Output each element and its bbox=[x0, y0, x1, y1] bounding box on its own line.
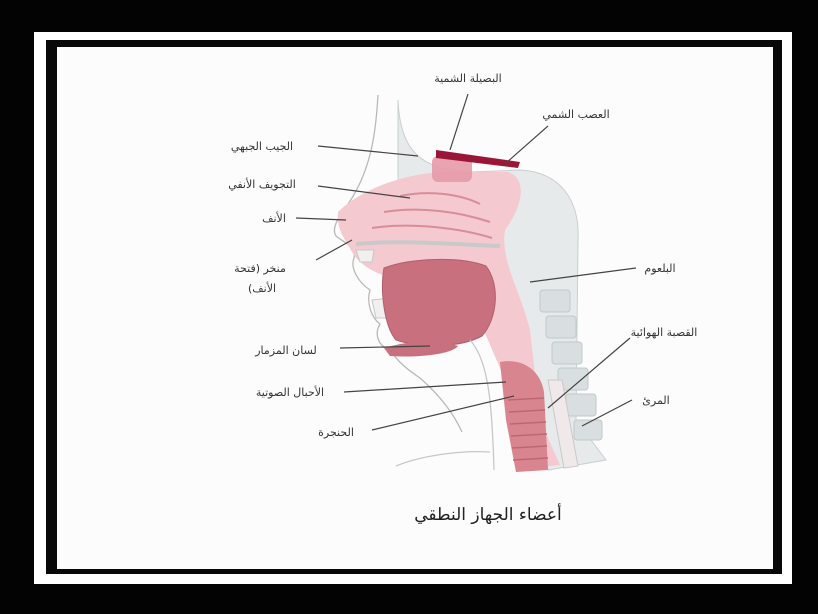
label-nose: الأنف bbox=[262, 211, 286, 225]
chin-line bbox=[396, 452, 490, 466]
tongue bbox=[383, 259, 496, 345]
label-nasal-cavity: التجويف الأنفي bbox=[228, 177, 296, 191]
epiglottis-shape bbox=[384, 342, 458, 357]
label-epiglottis: لسان المزمار bbox=[254, 344, 316, 357]
label-olfactory-bulb: البصيلة الشمية bbox=[434, 72, 501, 85]
diagram-caption: أعضاء الجهاز النطقي bbox=[414, 503, 561, 525]
label-nostril-line1: منخر (فتحة bbox=[234, 262, 286, 275]
label-larynx: الحنجرة bbox=[318, 426, 354, 439]
label-frontal-sinus: الجيب الجبهي bbox=[231, 140, 293, 153]
label-vocal-cords: الأحبال الصوتية bbox=[256, 385, 324, 399]
label-trachea: القصبة الهوائية bbox=[631, 326, 698, 339]
label-pharynx: البلعوم bbox=[644, 262, 675, 275]
throat-line bbox=[470, 340, 494, 470]
label-olfactory-nerve: العصب الشمي bbox=[542, 108, 609, 121]
label-nostril-line2: الأنف) bbox=[248, 281, 276, 295]
label-esophagus: المرئ bbox=[642, 394, 669, 407]
